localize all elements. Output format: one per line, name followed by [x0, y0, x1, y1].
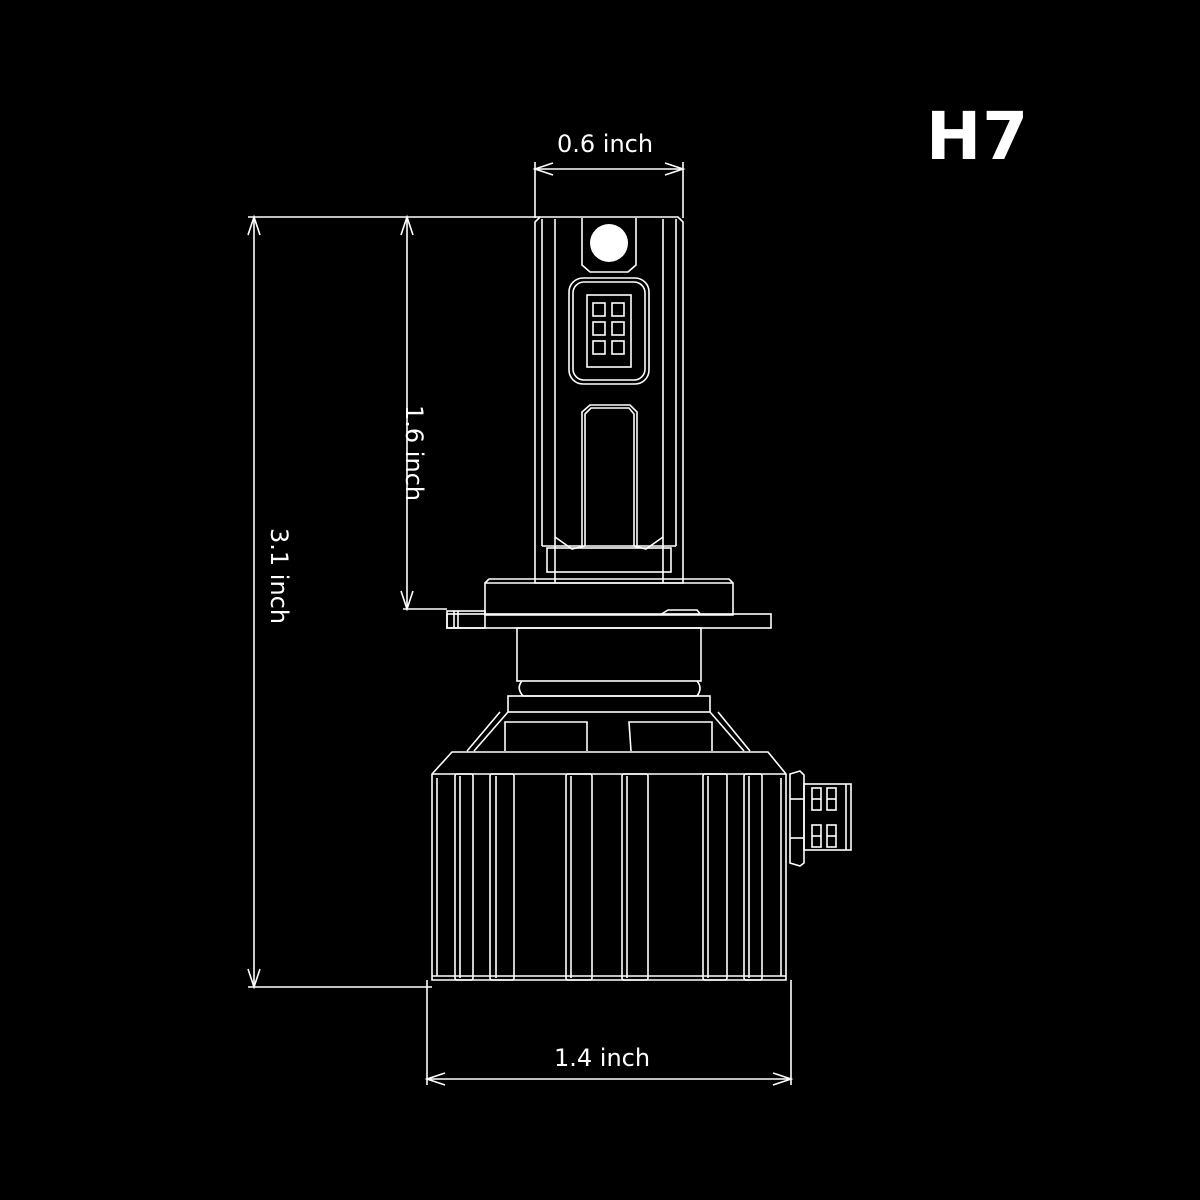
base-width-label: 1.4 inch	[554, 1044, 651, 1072]
heatsink-body	[431, 751, 787, 981]
stem-width-label: 0.6 inch	[557, 130, 654, 158]
connector-pins-icon	[811, 787, 837, 848]
heatsink-fins	[454, 773, 763, 981]
bulb-neck	[466, 627, 751, 752]
mounting-flange	[446, 578, 772, 629]
bulb-type-title: H7	[926, 98, 1030, 175]
dimension-lines	[247, 162, 794, 1086]
led-stem	[534, 216, 684, 584]
led-chip-icon	[590, 224, 628, 262]
led-matrix-icon	[592, 302, 625, 355]
power-connector	[789, 770, 852, 867]
